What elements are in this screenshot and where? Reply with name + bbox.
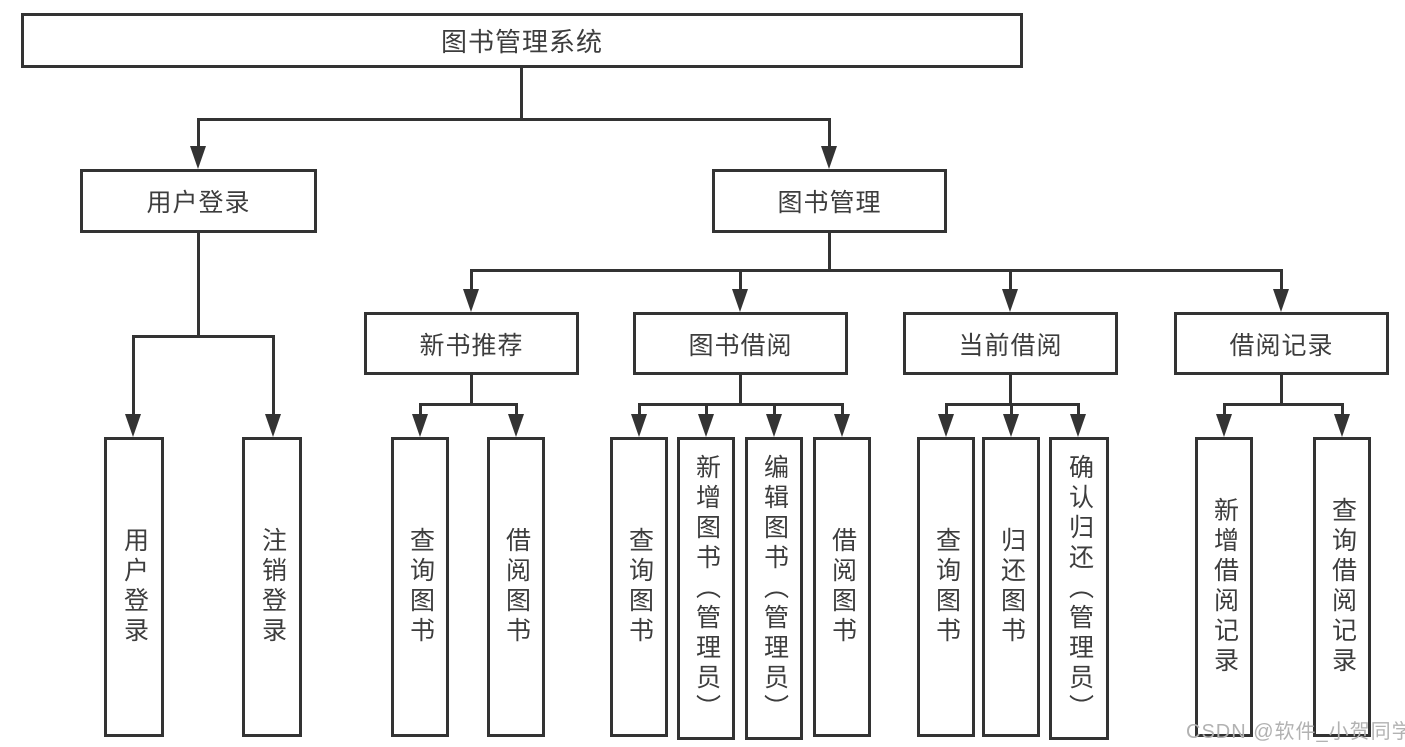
connector-B1-drop — [419, 403, 422, 416]
leaf-logout: 注销登录 — [242, 437, 302, 737]
arrowhead-E1 — [1216, 414, 1232, 437]
leaf-newbooks-query: 查询图书 — [391, 437, 449, 737]
connector-l3d-drop — [1280, 269, 1283, 291]
node-root: 图书管理系统 — [21, 13, 1023, 68]
connector-D1-drop — [945, 403, 948, 416]
arrowhead-B2 — [508, 414, 524, 437]
leaf-current-query: 查询图书 — [917, 437, 975, 737]
watermark: CSDN @软件_小贺同学 — [1186, 721, 1405, 743]
connector-groupE-stem — [1280, 373, 1283, 405]
leaf-bookborrow-edit: 编辑图书（管理员） — [745, 437, 803, 740]
leaf-user-login: 用户登录 — [104, 437, 164, 737]
connector-groupC-stem — [739, 373, 742, 405]
connector-l3c-drop — [1009, 269, 1012, 291]
arrowhead-C4 — [834, 414, 850, 437]
connector-level2-bar — [197, 118, 831, 121]
connector-login-leaf1-drop — [132, 335, 135, 416]
leaf-current-return: 归还图书 — [982, 437, 1040, 737]
node-book-management: 图书管理 — [712, 169, 947, 233]
connector-mgmt-stem — [828, 231, 831, 272]
connector-C2-drop — [705, 403, 708, 416]
arrowhead-E2 — [1334, 414, 1350, 437]
arrowhead-D2 — [1003, 414, 1019, 437]
leaf-bookborrow-add: 新增图书（管理员） — [677, 437, 735, 740]
arrowhead-D1 — [938, 414, 954, 437]
arrowhead-borrow-records — [1273, 289, 1289, 312]
connector-C3-drop — [773, 403, 776, 416]
connector-groupC-bar — [638, 403, 844, 406]
arrowhead-current-borrow — [1002, 289, 1018, 312]
leaf-bookborrow-borrow: 借阅图书 — [813, 437, 871, 737]
leaf-newbooks-borrow: 借阅图书 — [487, 437, 545, 737]
leaf-bookborrow-query: 查询图书 — [610, 437, 668, 737]
arrowhead-C3 — [766, 414, 782, 437]
arrowhead-book-management — [821, 146, 837, 169]
node-user-login: 用户登录 — [80, 169, 317, 233]
node-borrow-records: 借阅记录 — [1174, 312, 1389, 375]
connector-C1-drop — [638, 403, 641, 416]
arrowhead-new-book-recommend — [463, 289, 479, 312]
connector-l3b-drop — [739, 269, 742, 291]
node-current-borrow: 当前借阅 — [903, 312, 1118, 375]
arrowhead-user-login — [190, 146, 206, 169]
connector-groupE-bar — [1223, 403, 1344, 406]
arrowhead-D3 — [1070, 414, 1086, 437]
connector-groupB-bar — [419, 403, 518, 406]
node-new-book-recommend: 新书推荐 — [364, 312, 579, 375]
leaf-current-confirm: 确认归还（管理员） — [1049, 437, 1109, 740]
connector-C4-drop — [841, 403, 844, 416]
connector-login-bar — [132, 335, 275, 338]
connector-mgmt-drop — [828, 118, 831, 151]
connector-login-drop — [197, 118, 200, 151]
connector-level3-bar — [470, 269, 1282, 272]
connector-D3-drop — [1077, 403, 1080, 416]
connector-E1-drop — [1223, 403, 1226, 416]
arrowhead-B1 — [412, 414, 428, 437]
connector-E2-drop — [1341, 403, 1344, 416]
arrowhead-book-borrow — [732, 289, 748, 312]
leaf-records-query: 查询借阅记录 — [1313, 437, 1371, 737]
node-book-borrow: 图书借阅 — [633, 312, 848, 375]
arrowhead-C1 — [631, 414, 647, 437]
connector-root-stem — [520, 66, 523, 121]
arrowhead-leaf-user-login — [125, 414, 141, 437]
connector-l3a-drop — [470, 269, 473, 291]
leaf-records-add: 新增借阅记录 — [1195, 437, 1253, 737]
arrowhead-leaf-logout — [265, 414, 281, 437]
connector-D2-drop — [1010, 403, 1013, 416]
connector-B2-drop — [515, 403, 518, 416]
connector-groupB-stem — [470, 373, 473, 405]
connector-groupD-stem — [1009, 373, 1012, 405]
connector-login-stem — [197, 231, 200, 337]
connector-login-leaf2-drop — [272, 335, 275, 416]
arrowhead-C2 — [698, 414, 714, 437]
